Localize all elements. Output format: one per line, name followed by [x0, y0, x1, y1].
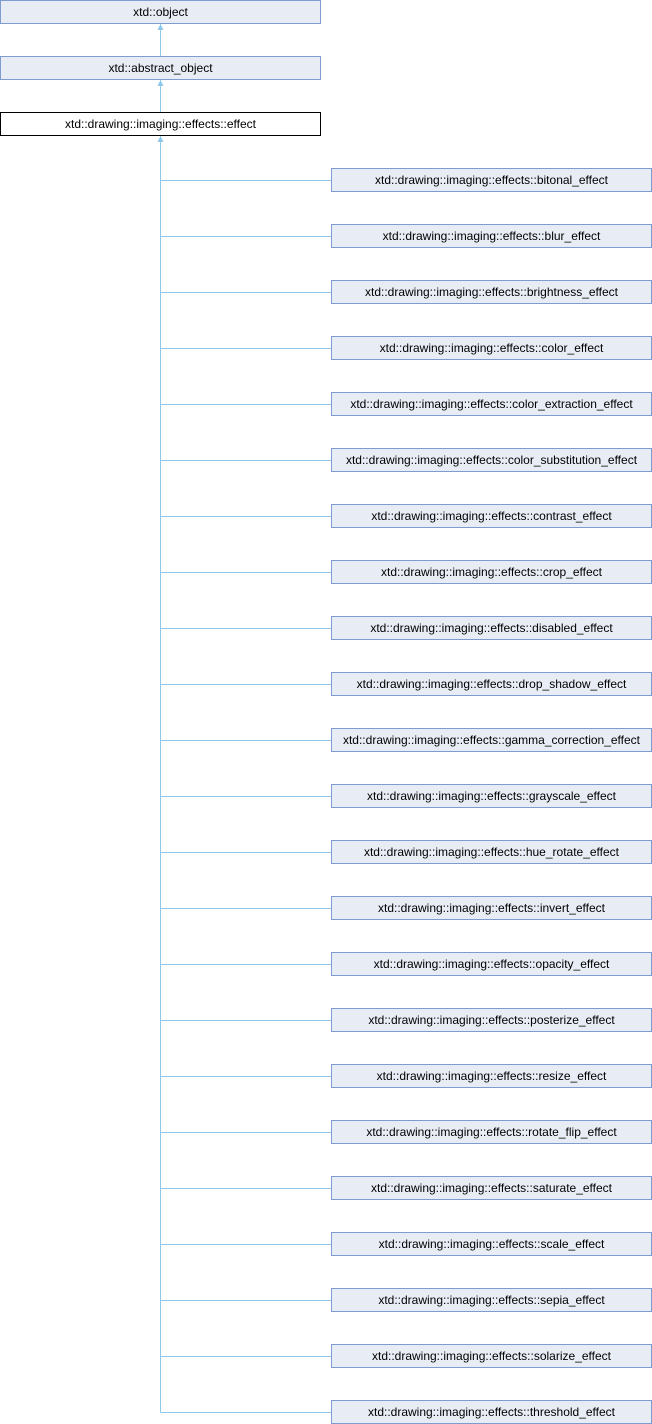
- class-node-child[interactable]: xtd::drawing::imaging::effects::disabled…: [331, 616, 652, 640]
- class-node-child[interactable]: xtd::drawing::imaging::effects::grayscal…: [331, 784, 652, 808]
- class-node-child[interactable]: xtd::drawing::imaging::effects::resize_e…: [331, 1064, 652, 1088]
- class-node-child[interactable]: xtd::drawing::imaging::effects::color_ef…: [331, 336, 652, 360]
- class-node-child[interactable]: xtd::drawing::imaging::effects::sepia_ef…: [331, 1288, 652, 1312]
- class-node-child[interactable]: xtd::drawing::imaging::effects::hue_rota…: [331, 840, 652, 864]
- class-node-child[interactable]: xtd::drawing::imaging::effects::crop_eff…: [331, 560, 652, 584]
- class-node-child[interactable]: xtd::drawing::imaging::effects::gamma_co…: [331, 728, 652, 752]
- arrow-head-icon: [157, 80, 164, 86]
- class-node-child[interactable]: xtd::drawing::imaging::effects::threshol…: [331, 1400, 652, 1424]
- class-node-child[interactable]: xtd::drawing::imaging::effects::contrast…: [331, 504, 652, 528]
- class-node-child[interactable]: xtd::drawing::imaging::effects::blur_eff…: [331, 224, 652, 248]
- arrow-head-icon: [157, 24, 164, 30]
- class-node-child[interactable]: xtd::drawing::imaging::effects::bitonal_…: [331, 168, 652, 192]
- class-node-child[interactable]: xtd::drawing::imaging::effects::drop_sha…: [331, 672, 652, 696]
- arrow-head-icon: [157, 136, 164, 142]
- class-node-child[interactable]: xtd::drawing::imaging::effects::scale_ef…: [331, 1232, 652, 1256]
- class-node-object[interactable]: xtd::object: [0, 0, 321, 24]
- class-node-child[interactable]: xtd::drawing::imaging::effects::color_su…: [331, 448, 652, 472]
- class-node-abstract-object[interactable]: xtd::abstract_object: [0, 56, 321, 80]
- class-node-child[interactable]: xtd::drawing::imaging::effects::posteriz…: [331, 1008, 652, 1032]
- class-node-child[interactable]: xtd::drawing::imaging::effects::invert_e…: [331, 896, 652, 920]
- class-node-child[interactable]: xtd::drawing::imaging::effects::saturate…: [331, 1176, 652, 1200]
- class-node-effect-current: xtd::drawing::imaging::effects::effect: [0, 112, 321, 136]
- class-node-child[interactable]: xtd::drawing::imaging::effects::rotate_f…: [331, 1120, 652, 1144]
- class-node-child[interactable]: xtd::drawing::imaging::effects::opacity_…: [331, 952, 652, 976]
- class-node-child[interactable]: xtd::drawing::imaging::effects::solarize…: [331, 1344, 652, 1368]
- class-node-child[interactable]: xtd::drawing::imaging::effects::color_ex…: [331, 392, 652, 416]
- class-node-child[interactable]: xtd::drawing::imaging::effects::brightne…: [331, 280, 652, 304]
